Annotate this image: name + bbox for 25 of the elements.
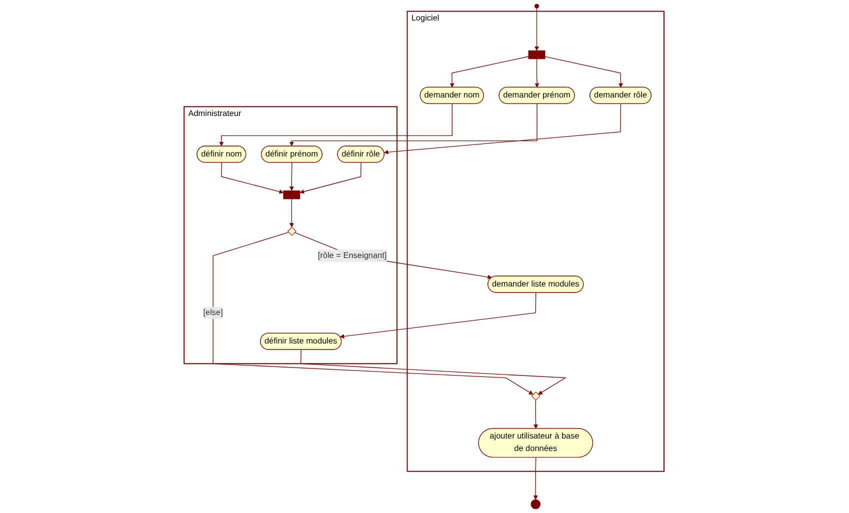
arrow	[534, 8, 540, 51]
arrow	[290, 162, 294, 191]
node-circle	[534, 4, 540, 8]
arrow	[300, 349, 567, 395]
node-bullseye	[531, 499, 541, 510]
arrow	[534, 457, 538, 500]
edge-label: [else]	[204, 308, 224, 317]
arrow	[384, 104, 622, 154]
arrow	[545, 56, 624, 88]
arrow	[534, 400, 538, 429]
arrow	[213, 232, 534, 395]
arrow	[220, 104, 453, 146]
arrow	[222, 162, 284, 194]
arrow	[450, 56, 530, 88]
arrow	[294, 232, 492, 280]
arrow	[340, 292, 537, 339]
arrow	[300, 162, 362, 194]
node-diamond	[288, 226, 297, 236]
node-bar	[284, 190, 301, 200]
arrow	[290, 104, 538, 146]
node-bar	[528, 50, 546, 60]
arrow	[535, 58, 540, 88]
arrow	[290, 198, 294, 228]
node-diamond	[532, 392, 541, 401]
edge-label: [rôle = Enseignant]	[318, 251, 388, 260]
